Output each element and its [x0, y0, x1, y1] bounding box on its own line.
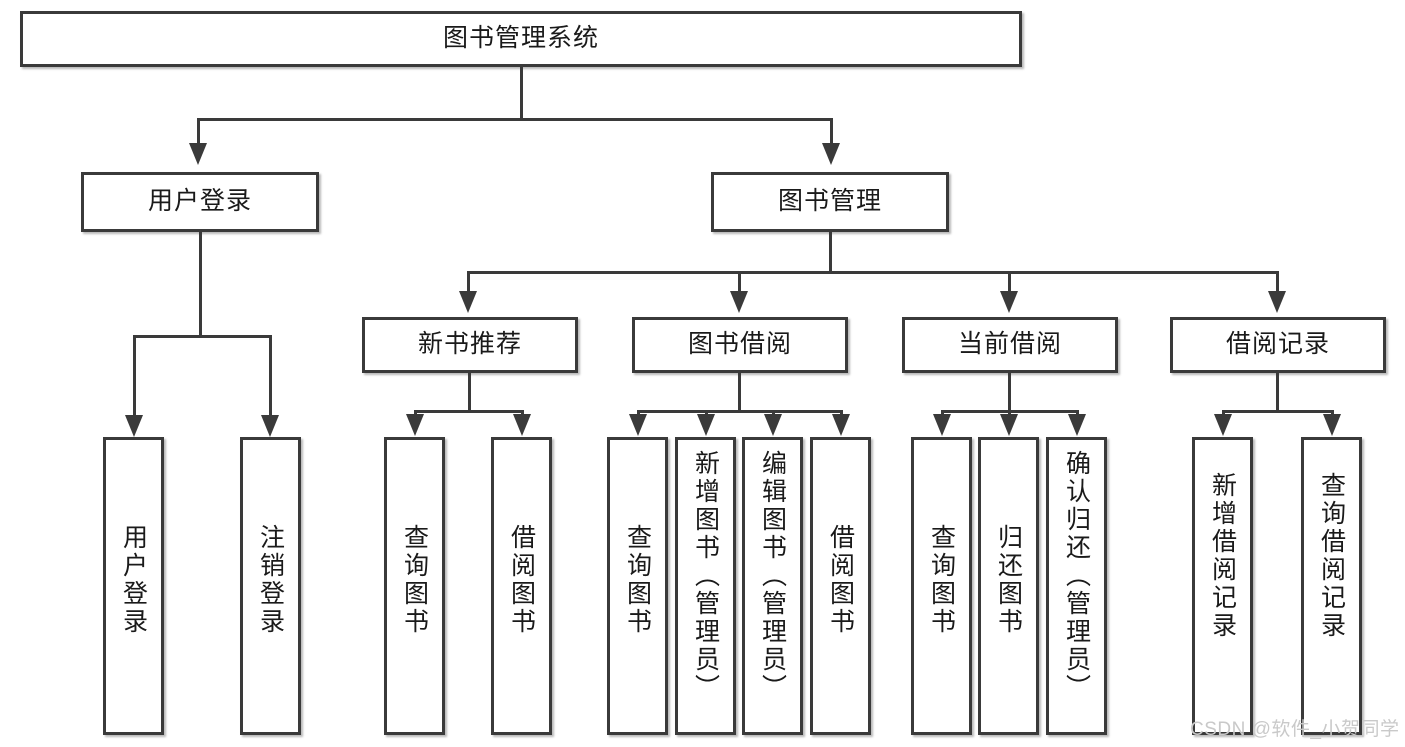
node-leaf-add-record[interactable]: 新增借阅记录 [1192, 437, 1253, 735]
node-leaf-query-record[interactable]: 查询借阅记录 [1301, 437, 1362, 735]
connector-user-login-stem [199, 232, 202, 335]
connector-user-login-drop-1 [133, 335, 136, 415]
node-borrow-record-label: 借阅记录 [1225, 330, 1330, 359]
node-leaf-confirm-return[interactable]: 确认归还（管理员） [1046, 437, 1107, 735]
node-leaf-query-book-3[interactable]: 查询图书 [911, 437, 972, 735]
node-leaf-query-book-2[interactable]: 查询图书 [607, 437, 668, 735]
node-current-borrow[interactable]: 当前借阅 [902, 317, 1118, 373]
node-user-login-label: 用户登录 [147, 187, 252, 216]
connector-nbr-rail [414, 410, 524, 413]
node-leaf-user-login-label: 用户登录 [119, 524, 148, 636]
arrow-to-book-manage [822, 143, 840, 165]
connector-nbr-stem [468, 373, 471, 410]
node-leaf-add-book-label: 新增图书（管理员） [691, 450, 720, 702]
node-leaf-add-book[interactable]: 新增图书（管理员） [675, 437, 736, 735]
arrow-to-book-borrow [730, 291, 748, 313]
connector-root-stem [520, 67, 523, 118]
arrow-to-leaf-logout [261, 415, 279, 437]
node-leaf-return-book[interactable]: 归还图书 [978, 437, 1039, 735]
node-leaf-add-record-label: 新增借阅记录 [1208, 472, 1237, 640]
arrow-to-leaf-query-book-1 [406, 414, 424, 436]
arrow-to-leaf-edit-book [764, 414, 782, 436]
arrow-to-current-borrow [1000, 291, 1018, 313]
connector-book-manage-stem [829, 232, 832, 271]
arrow-to-borrow-record [1268, 291, 1286, 313]
connector-br-stem [1276, 373, 1279, 410]
arrow-to-leaf-borrow-book-2 [832, 414, 850, 436]
connector-user-login-rail [133, 335, 272, 338]
connector-bb-rail [637, 410, 843, 413]
connector-root-drop-left [197, 118, 200, 143]
connector-book-manage-drop-4 [1276, 271, 1279, 291]
connector-bb-stem [738, 373, 741, 410]
connector-root-rail [197, 118, 833, 121]
node-root[interactable]: 图书管理系统 [20, 11, 1022, 67]
arrow-to-leaf-add-book [697, 414, 715, 436]
node-leaf-query-book-3-label: 查询图书 [927, 524, 956, 636]
node-book-manage-label: 图书管理 [777, 187, 882, 216]
arrow-to-leaf-borrow-book-1 [513, 414, 531, 436]
arrow-to-leaf-add-record [1214, 414, 1232, 436]
node-book-borrow-label: 图书借阅 [687, 330, 792, 359]
arrow-to-leaf-query-book-3 [933, 414, 951, 436]
node-root-label: 图书管理系统 [442, 24, 599, 53]
node-leaf-edit-book[interactable]: 编辑图书（管理员） [742, 437, 803, 735]
arrow-to-leaf-user-login [125, 415, 143, 437]
connector-book-manage-drop-3 [1008, 271, 1011, 291]
node-leaf-return-book-label: 归还图书 [994, 524, 1023, 636]
csdn-watermark: CSDN @软件_小贺同学 [1190, 719, 1400, 740]
node-leaf-query-book-1-label: 查询图书 [400, 524, 429, 636]
connector-br-rail [1222, 410, 1334, 413]
node-book-manage[interactable]: 图书管理 [711, 172, 949, 232]
node-new-book-recommend[interactable]: 新书推荐 [362, 317, 578, 373]
node-leaf-query-book-2-label: 查询图书 [623, 524, 652, 636]
arrow-to-leaf-query-book-2 [629, 414, 647, 436]
node-leaf-borrow-book-2-label: 借阅图书 [826, 524, 855, 636]
node-leaf-user-login[interactable]: 用户登录 [103, 437, 164, 735]
arrow-to-leaf-query-record [1323, 414, 1341, 436]
arrow-to-leaf-return-book [1000, 414, 1018, 436]
node-leaf-query-book-1[interactable]: 查询图书 [384, 437, 445, 735]
connector-book-manage-drop-1 [467, 271, 470, 291]
connector-user-login-drop-2 [269, 335, 272, 415]
node-user-login[interactable]: 用户登录 [81, 172, 319, 232]
arrow-to-new-book-recommend [459, 291, 477, 313]
arrow-to-user-login [189, 143, 207, 165]
node-borrow-record[interactable]: 借阅记录 [1170, 317, 1386, 373]
node-leaf-edit-book-label: 编辑图书（管理员） [758, 450, 787, 702]
node-new-book-recommend-label: 新书推荐 [417, 330, 522, 359]
node-leaf-query-record-label: 查询借阅记录 [1317, 472, 1346, 640]
connector-book-manage-drop-2 [738, 271, 741, 291]
node-leaf-borrow-book-1[interactable]: 借阅图书 [491, 437, 552, 735]
node-leaf-logout[interactable]: 注销登录 [240, 437, 301, 735]
node-leaf-logout-label: 注销登录 [256, 524, 285, 636]
node-book-borrow[interactable]: 图书借阅 [632, 317, 848, 373]
node-current-borrow-label: 当前借阅 [957, 330, 1062, 359]
arrow-to-leaf-confirm-return [1068, 414, 1086, 436]
connector-cb-stem [1008, 373, 1011, 410]
node-leaf-confirm-return-label: 确认归还（管理员） [1062, 450, 1091, 702]
node-leaf-borrow-book-1-label: 借阅图书 [507, 524, 536, 636]
connector-book-manage-rail [467, 271, 1279, 274]
node-leaf-borrow-book-2[interactable]: 借阅图书 [810, 437, 871, 735]
connector-root-drop-right [830, 118, 833, 143]
